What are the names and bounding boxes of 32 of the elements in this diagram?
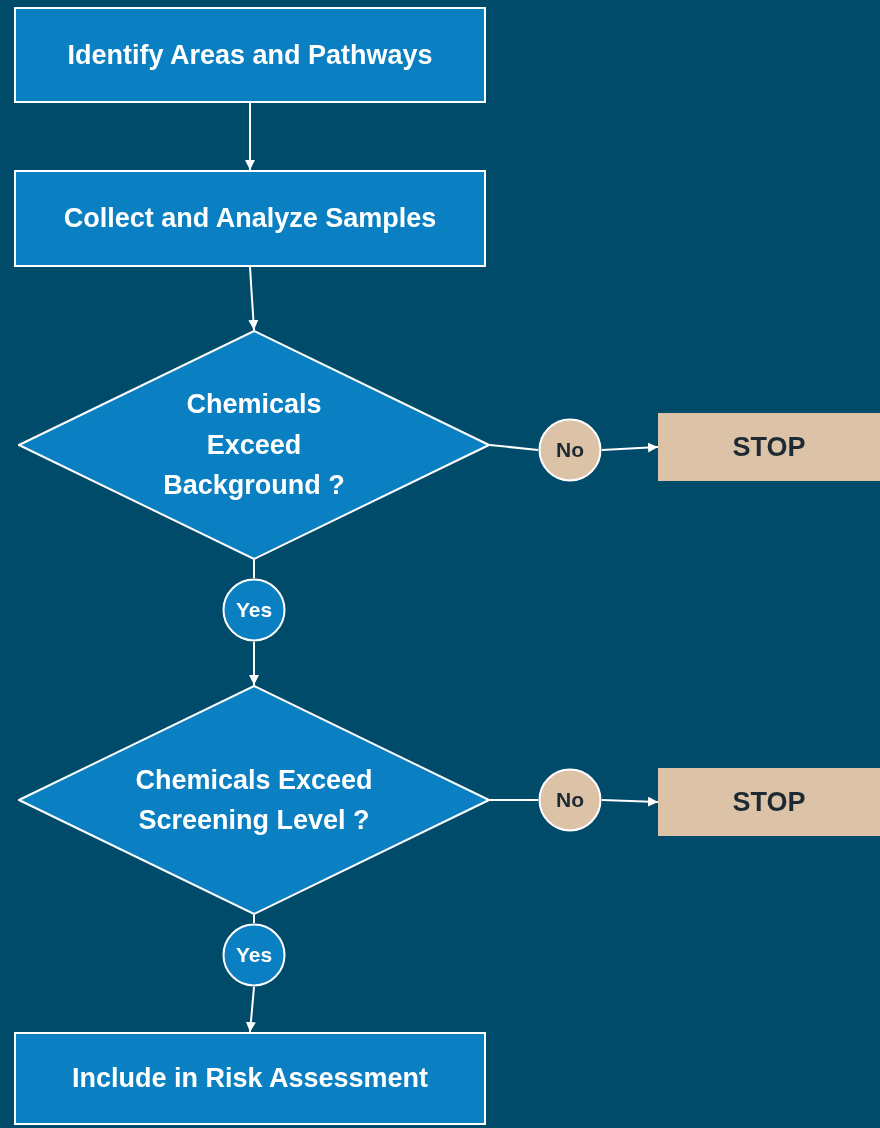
node-label: Identify Areas and Pathways: [67, 38, 433, 72]
arrow: [601, 796, 659, 807]
decision-diamond: [18, 685, 490, 915]
connector-line: [489, 799, 539, 801]
answer-circle: [222, 923, 286, 987]
connector-line: [489, 444, 539, 451]
decision-diamond: [18, 330, 490, 560]
answer-circle: [538, 418, 602, 482]
arrow: [245, 102, 255, 171]
process-box: [14, 1032, 486, 1125]
node-label: Yes: [235, 597, 273, 624]
stop-box: [658, 768, 880, 836]
node-label: Yes: [235, 942, 273, 969]
node-label: No: [556, 437, 584, 464]
arrow: [601, 442, 659, 453]
connector-line: [253, 914, 255, 924]
node-label: No: [556, 787, 584, 814]
node-label: Chemicals Exceed Screening Level ?: [134, 763, 374, 837]
arrow: [245, 986, 256, 1033]
answer-circle: [222, 578, 286, 642]
stop-box: [658, 413, 880, 481]
process-box: [14, 7, 486, 103]
node-label: Chemicals Exceed Background ?: [162, 388, 346, 503]
node-label: STOP: [732, 430, 806, 464]
node-label: Collect and Analyze Samples: [63, 202, 437, 236]
process-box: [14, 170, 486, 267]
arrow: [249, 641, 259, 686]
node-label: Include in Risk Assessment: [71, 1062, 429, 1096]
answer-circle: [538, 768, 602, 832]
connector-line: [253, 559, 255, 579]
node-label: STOP: [732, 785, 806, 819]
arrow: [248, 266, 259, 331]
